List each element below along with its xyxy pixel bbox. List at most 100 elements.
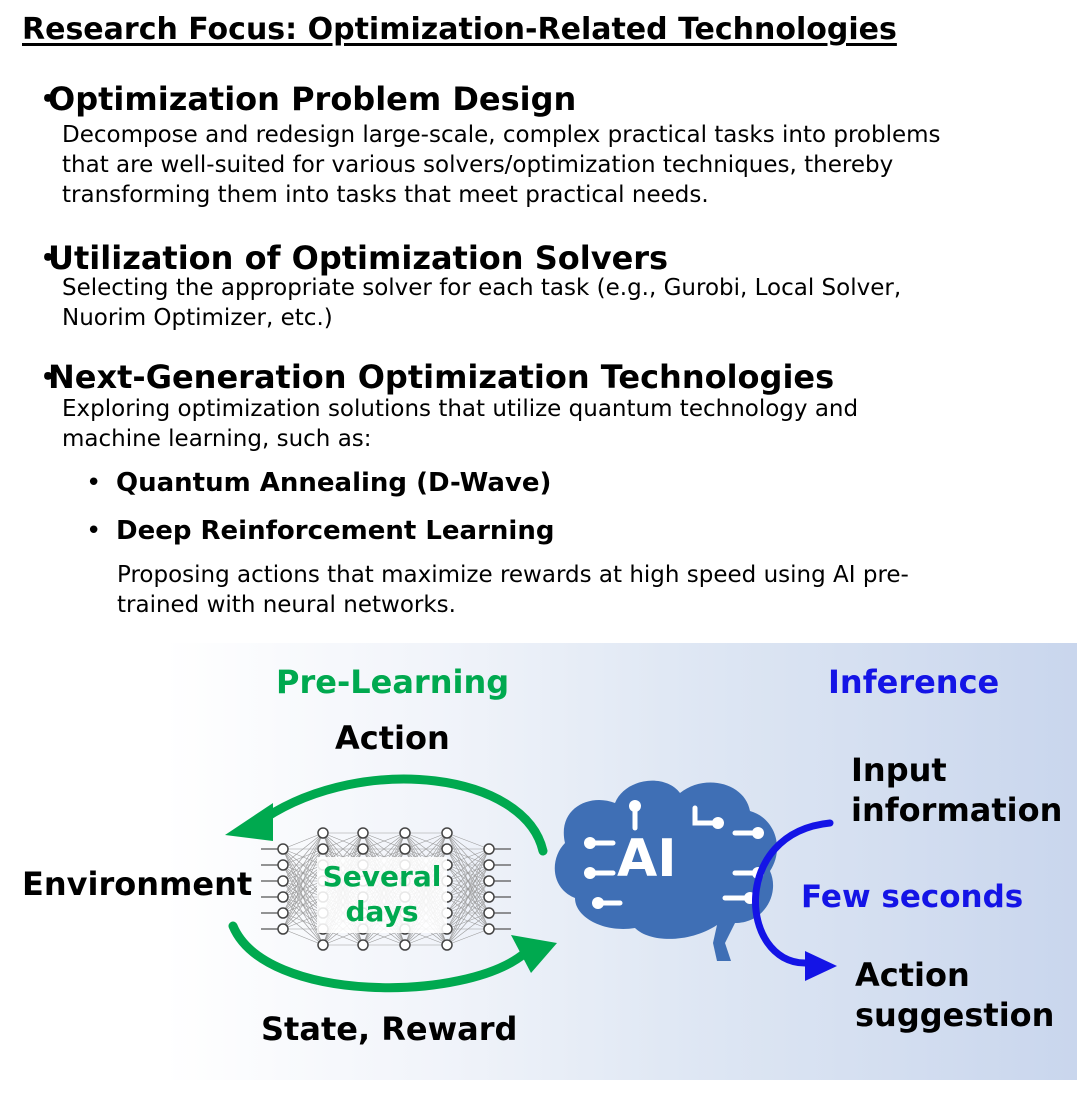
section-heading-problem-design: ・Optimization Problem Design (32, 74, 576, 120)
state-reward-label: State, Reward (261, 1010, 518, 1048)
state-reward-arrow (228, 921, 530, 993)
inference-arrow-head (805, 951, 837, 981)
section-body-solvers: Selecting the appropriate solver for eac… (62, 273, 901, 333)
network-edge (446, 848, 490, 898)
network-node (277, 859, 289, 871)
network-node (399, 827, 411, 839)
sub-bullet-text: Quantum Annealing (D-Wave) (116, 468, 552, 498)
network-edge (446, 848, 490, 914)
network-edge (446, 864, 490, 946)
body-line: machine learning, such as: (62, 426, 372, 452)
section-heading-text: Utilization of Optimization Solvers (48, 239, 669, 277)
network-node (277, 923, 289, 935)
network-edge (446, 848, 490, 946)
body-line: Nuorim Optimizer, etc.) (62, 305, 333, 331)
sub-bullet-quantum-annealing: • Quantum Annealing (D-Wave) (86, 468, 551, 498)
section-body-problem-design: Decompose and redesign large-scale, comp… (62, 120, 941, 210)
network-edge (282, 912, 324, 930)
network-node (483, 907, 495, 919)
body-line: trained with neural networks. (117, 592, 456, 618)
sub-bullet-marker: • (86, 468, 102, 498)
network-edge (282, 832, 324, 930)
bullet-dot: ・ (32, 80, 65, 118)
state-reward-arrow-head (511, 935, 557, 973)
reinforcement-learning-diagram: Pre-Learning Inference Action Environmen… (22, 643, 1077, 1080)
several-text: Several (322, 860, 442, 893)
network-edge (362, 832, 406, 850)
network-node (441, 843, 453, 855)
suggestion-line: suggestion (855, 996, 1055, 1034)
body-line: Proposing actions that maximize rewards … (117, 562, 909, 588)
body-line: Exploring optimization solutions that ut… (62, 396, 859, 422)
network-node (483, 923, 495, 935)
network-node (317, 843, 329, 855)
body-line: that are well-suited for various solvers… (62, 152, 894, 178)
action-arrow (260, 774, 548, 856)
input-information-label: Input information (851, 750, 1062, 830)
network-edge (446, 848, 490, 866)
action-label: Action (335, 719, 450, 757)
network-edge (282, 832, 324, 898)
input-line: Input (851, 751, 947, 789)
diagram-graphics (225, 774, 837, 993)
section-heading-text: Next-Generation Optimization Technologie… (48, 358, 835, 396)
network-edge (446, 912, 490, 946)
action-suggestion-label: Action suggestion (855, 955, 1054, 1035)
section-body-next-gen: Exploring optimization solutions that ut… (62, 394, 858, 454)
network-edge (282, 848, 324, 930)
information-line: information (851, 791, 1063, 829)
network-node (277, 875, 289, 887)
pre-learning-label: Pre-Learning (276, 663, 510, 701)
action-line: Action (855, 956, 970, 994)
environment-label: Environment (22, 865, 253, 903)
network-edge (446, 928, 490, 946)
network-node (357, 827, 369, 839)
section-heading-solvers: ・Utilization of Optimization Solvers (32, 233, 668, 279)
few-seconds-label: Few seconds (801, 879, 1024, 915)
network-edge (322, 832, 364, 850)
network-edge (282, 832, 324, 866)
sub-bullet-deep-rl: • Deep Reinforcement Learning (86, 516, 554, 546)
network-node (399, 939, 411, 951)
network-node (483, 859, 495, 871)
section-heading-next-gen: ・Next-Generation Optimization Technologi… (32, 352, 834, 398)
network-node (317, 939, 329, 951)
ai-brain-icon (554, 780, 778, 961)
network-node (317, 827, 329, 839)
network-node (277, 891, 289, 903)
network-edge (282, 896, 324, 930)
inference-label: Inference (828, 663, 1000, 701)
body-line: Selecting the appropriate solver for eac… (62, 275, 902, 301)
inference-arrow (752, 819, 834, 967)
ai-label: AI (617, 829, 677, 889)
network-node (483, 875, 495, 887)
body-line: transforming them into tasks that meet p… (62, 182, 709, 208)
section-heading-text: Optimization Problem Design (48, 80, 577, 118)
page-title: Research Focus: Optimization-Related Tec… (22, 12, 897, 47)
network-edge (446, 848, 490, 882)
network-edge (446, 880, 490, 946)
network-node (441, 939, 453, 951)
body-line: Decompose and redesign large-scale, comp… (62, 122, 941, 148)
network-node (441, 827, 453, 839)
sub-bullet-text: Deep Reinforcement Learning (116, 516, 555, 546)
network-node (277, 843, 289, 855)
network-node (277, 907, 289, 919)
network-node (483, 843, 495, 855)
network-edge (282, 832, 324, 882)
network-node (399, 843, 411, 855)
network-node (483, 891, 495, 903)
network-edge (282, 880, 324, 930)
sub-bullet-marker: • (86, 516, 102, 546)
network-node (357, 843, 369, 855)
network-edge (282, 832, 324, 850)
network-edge (446, 896, 490, 946)
days-text: days (345, 895, 419, 928)
sub-bullet-description: Proposing actions that maximize rewards … (117, 560, 909, 620)
network-edge (282, 832, 324, 914)
bullet-dot: ・ (32, 239, 65, 277)
several-days-box (317, 857, 447, 933)
network-edge (282, 928, 324, 946)
several-days-label: Several days (321, 859, 443, 929)
network-edge (282, 864, 324, 930)
